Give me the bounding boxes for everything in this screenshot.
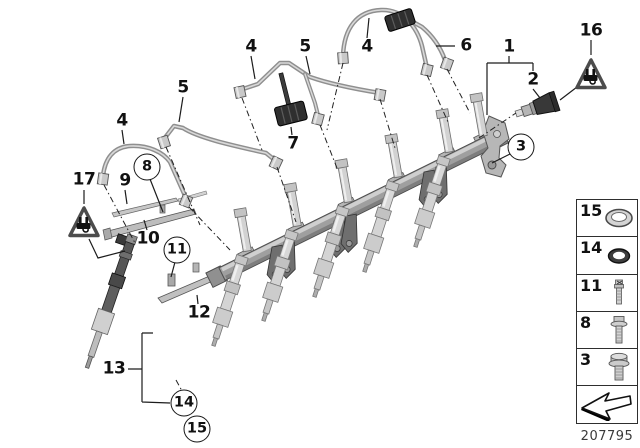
parts-legend: 15 14 11 8 — [576, 199, 638, 424]
callout-16[interactable]: 16 — [579, 20, 603, 41]
pipe-4-left — [100, 143, 189, 201]
sealing-ring-icon — [605, 208, 633, 228]
flange-bolt-icon — [608, 353, 630, 381]
drawing-number: 207795 — [580, 429, 634, 444]
legend-label: 3 — [580, 350, 592, 370]
legend-label: 8 — [580, 312, 592, 332]
valve-screw-icon — [614, 279, 624, 304]
injector-exploded — [84, 233, 138, 369]
callout-4-left[interactable]: 4 — [116, 110, 128, 131]
callout-11-circled[interactable]: 11 — [163, 236, 191, 264]
hex-screw-icon — [610, 315, 628, 344]
direction-arrow-icon — [581, 392, 632, 422]
rail-end-flange — [480, 115, 510, 178]
callout-4-top-right[interactable]: 4 — [361, 36, 373, 57]
pipe-clamp-upper — [384, 8, 416, 32]
assembly-axis-lines — [103, 62, 517, 392]
legend-label: 15 — [580, 201, 603, 220]
callout-7[interactable]: 7 — [287, 133, 299, 154]
callout-1[interactable]: 1 — [503, 36, 515, 57]
callout-3-circled[interactable]: 3 — [507, 133, 535, 161]
callout-6[interactable]: 6 — [460, 35, 472, 56]
legend-item-14[interactable]: 14 — [577, 237, 637, 275]
legend-item-8[interactable]: 8 — [577, 311, 637, 350]
callout-5-left[interactable]: 5 — [177, 77, 189, 98]
callout-12[interactable]: 12 — [187, 302, 211, 323]
rail-port-studs — [233, 92, 490, 253]
pipe-4-right — [340, 7, 430, 71]
legend-item-11[interactable]: 11 — [577, 274, 637, 312]
pipe-5-left — [161, 123, 279, 164]
o-ring-icon — [607, 248, 631, 264]
fuel-pipes — [100, 7, 450, 201]
legend-direction-arrow[interactable] — [577, 386, 637, 423]
callout-4-top-left[interactable]: 4 — [245, 36, 257, 57]
callout-14-circled[interactable]: 14 — [170, 389, 198, 417]
callout-10[interactable]: 10 — [136, 228, 160, 249]
electrical-plug-warning-icon — [68, 206, 100, 238]
callout-2[interactable]: 2 — [527, 69, 539, 90]
legend-label: 11 — [580, 275, 603, 295]
callout-13[interactable]: 13 — [102, 358, 126, 379]
pressure-sensor — [514, 90, 561, 118]
callout-15-circled[interactable]: 15 — [183, 415, 211, 443]
callout-leader-lines — [83, 17, 592, 404]
callout-17[interactable]: 17 — [72, 169, 96, 190]
legend-label: 14 — [580, 238, 603, 258]
legend-item-15[interactable]: 15 — [577, 200, 637, 238]
fuel-rail — [205, 115, 510, 289]
pipe-5-mid — [237, 60, 383, 117]
pipe-clamp-7 — [274, 72, 308, 127]
legend-item-3[interactable]: 3 — [577, 349, 637, 387]
callout-5-top[interactable]: 5 — [299, 36, 311, 57]
callout-8-circled[interactable]: 8 — [133, 153, 161, 181]
electrical-plug-warning-icon — [575, 58, 607, 90]
callout-9[interactable]: 9 — [119, 170, 131, 191]
